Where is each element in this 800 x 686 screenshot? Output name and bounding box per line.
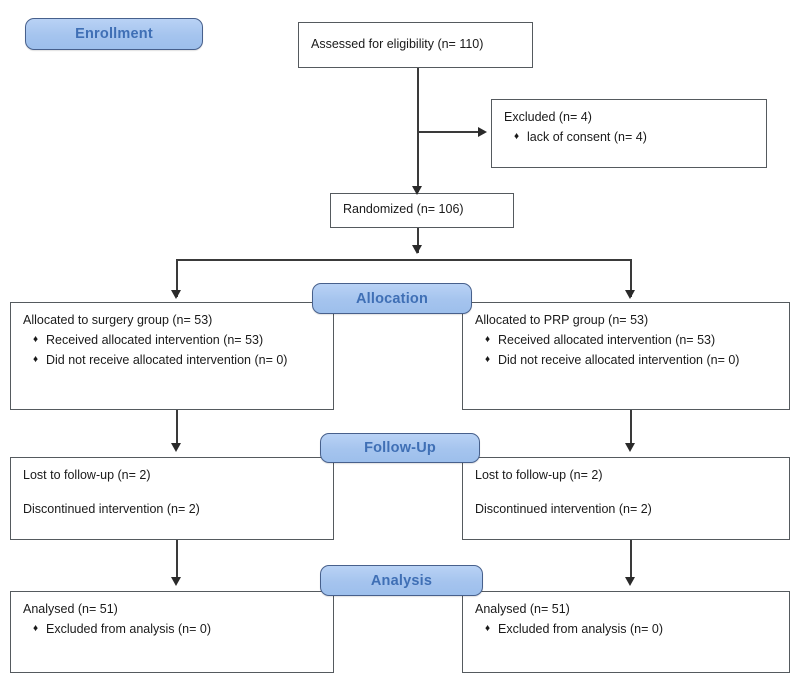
bullet-diamond-icon: ♦ <box>485 333 491 345</box>
box-followup-surgery: Lost to follow-up (n= 2) Discontinued in… <box>10 457 334 540</box>
arrowhead-to-analysis-left <box>171 577 181 586</box>
alloc-right-bullet-2: ♦ Did not receive allocated intervention… <box>485 352 777 369</box>
followup-left-line-2: Discontinued intervention (n= 2) <box>23 501 200 516</box>
stage-badge-enrollment[interactable]: Enrollment <box>25 18 203 50</box>
randomized-line-1: Randomized (n= 106) <box>343 202 464 217</box>
alloc-right-bullet-1-label: Received allocated intervention (n= 53) <box>498 332 716 347</box>
bullet-diamond-icon: ♦ <box>514 130 520 142</box>
analysis-left-bullet-1: ♦ Excluded from analysis (n= 0) <box>33 621 321 638</box>
arrowhead-to-alloc-left <box>171 290 181 299</box>
alloc-left-bullet-2: ♦ Did not receive allocated intervention… <box>33 352 321 369</box>
box-followup-prp: Lost to follow-up (n= 2) Discontinued in… <box>462 457 790 540</box>
excluded-bullet-1-label: lack of consent (n= 4) <box>527 129 647 144</box>
arrowhead-to-analysis-right <box>625 577 635 586</box>
alloc-left-line-1: Allocated to surgery group (n= 53) <box>23 313 213 327</box>
stage-badge-analysis[interactable]: Analysis <box>320 565 483 596</box>
connector-split-left-drop <box>176 259 178 297</box>
stage-badge-analysis-label: Analysis <box>370 572 433 589</box>
box-assessed-for-eligibility: Assessed for eligibility (n= 110) <box>298 22 533 68</box>
analysis-left-line-1: Analysed (n= 51) <box>23 602 118 616</box>
connector-assessed-down <box>417 68 419 192</box>
stage-badge-enrollment-label: Enrollment <box>75 26 153 42</box>
alloc-right-line-1: Allocated to PRP group (n= 53) <box>475 313 649 327</box>
excluded-bullet-1: ♦ lack of consent (n= 4) <box>514 129 754 146</box>
box-analysis-surgery: Analysed (n= 51) ♦ Excluded from analysi… <box>10 591 334 673</box>
connector-allocation-split-bar <box>176 259 631 261</box>
stage-badge-allocation[interactable]: Allocation <box>312 283 472 314</box>
box-excluded: Excluded (n= 4) ♦ lack of consent (n= 4) <box>491 99 767 168</box>
alloc-right-bullet-2-label: Did not receive allocated intervention (… <box>498 352 740 367</box>
alloc-left-bullet-2-label: Did not receive allocated intervention (… <box>46 352 288 367</box>
box-allocated-surgery: Allocated to surgery group (n= 53) ♦ Rec… <box>10 302 334 410</box>
alloc-left-bullet-1-label: Received allocated intervention (n= 53) <box>46 332 264 347</box>
followup-left-line-1: Lost to follow-up (n= 2) <box>23 468 151 482</box>
connector-split-right-drop <box>630 259 632 297</box>
followup-right-line-1: Lost to follow-up (n= 2) <box>475 468 603 482</box>
alloc-left-bullet-1: ♦ Received allocated intervention (n= 53… <box>33 332 321 349</box>
arrowhead-to-followup-right <box>625 443 635 452</box>
stage-badge-followup[interactable]: Follow-Up <box>320 433 480 463</box>
bullet-diamond-icon: ♦ <box>33 622 39 634</box>
box-allocated-prp: Allocated to PRP group (n= 53) ♦ Receive… <box>462 302 790 410</box>
stage-badge-allocation-label: Allocation <box>355 290 429 307</box>
connector-followup-left-to-analysis <box>176 540 178 582</box>
connector-alloc-right-to-followup <box>630 410 632 448</box>
stage-badge-followup-label: Follow-Up <box>364 440 436 456</box>
arrowhead-to-excluded <box>478 127 487 137</box>
bullet-diamond-icon: ♦ <box>485 353 491 365</box>
followup-right-line-2: Discontinued intervention (n= 2) <box>475 501 652 516</box>
alloc-right-bullet-1: ♦ Received allocated intervention (n= 53… <box>485 332 777 349</box>
connector-assessed-to-excluded <box>417 131 479 133</box>
box-analysis-prp: Analysed (n= 51) ♦ Excluded from analysi… <box>462 591 790 673</box>
assessed-line-1: Assessed for eligibility (n= 110) <box>311 36 484 51</box>
connector-randomized-down <box>417 228 419 253</box>
bullet-diamond-icon: ♦ <box>485 622 491 634</box>
arrowhead-to-randomized <box>412 186 422 195</box>
bullet-diamond-icon: ♦ <box>33 333 39 345</box>
analysis-left-bullet-1-label: Excluded from analysis (n= 0) <box>46 621 212 636</box>
excluded-line-1: Excluded (n= 4) <box>504 110 592 124</box>
analysis-right-line-1: Analysed (n= 51) <box>475 602 570 616</box>
arrowhead-to-alloc-right <box>625 290 635 299</box>
arrowhead-randomized-split <box>412 245 422 254</box>
arrowhead-to-followup-left <box>171 443 181 452</box>
bullet-diamond-icon: ♦ <box>33 353 39 365</box>
box-randomized: Randomized (n= 106) <box>330 193 514 228</box>
analysis-right-bullet-1: ♦ Excluded from analysis (n= 0) <box>485 621 777 638</box>
connector-alloc-left-to-followup <box>176 410 178 448</box>
connector-followup-right-to-analysis <box>630 540 632 582</box>
analysis-right-bullet-1-label: Excluded from analysis (n= 0) <box>498 621 664 636</box>
